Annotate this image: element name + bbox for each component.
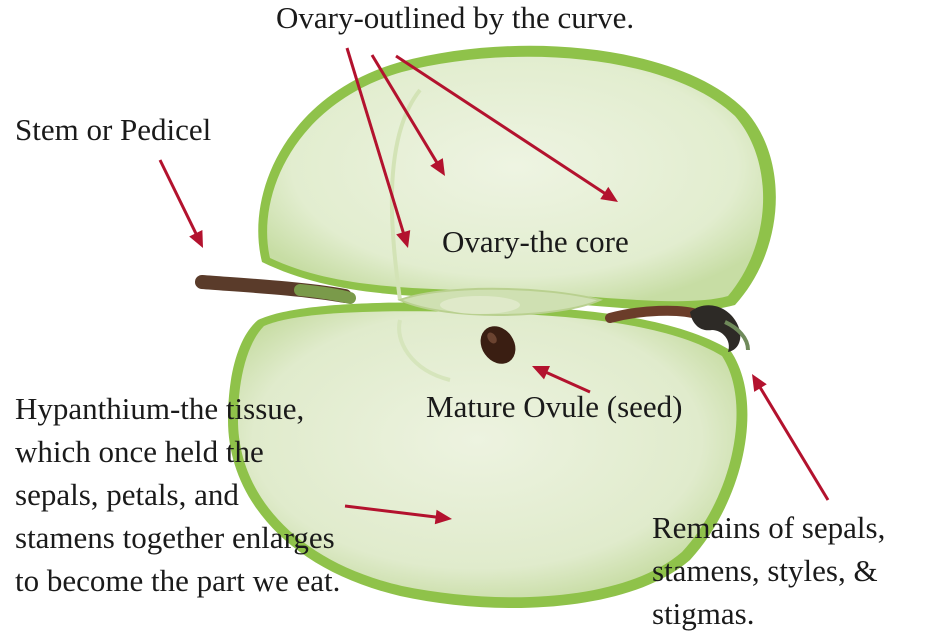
arrow-remains [752,374,828,500]
hypanthium-line-2: which once held the [15,430,340,473]
hypanthium-line-5: to become the part we eat. [15,559,340,602]
arrow-stem [160,160,203,248]
label-remains: Remains of sepals, stamens, styles, & st… [652,506,885,635]
hypanthium-line-4: stamens together enlarges [15,516,340,559]
apple-top-half [258,46,776,311]
label-hypanthium: Hypanthium-the tissue, which once held t… [15,387,340,602]
label-stem: Stem or Pedicel [15,108,211,151]
remains-line-2: stamens, styles, & [652,549,885,592]
label-ovary-core: Ovary-the core [442,220,629,263]
remains-line-3: stigmas. [652,592,885,635]
label-mature-ovule: Mature Ovule (seed) [426,385,683,428]
remains-line-1: Remains of sepals, [652,506,885,549]
hypanthium-line-1: Hypanthium-the tissue, [15,387,340,430]
core-center [440,296,520,314]
label-ovary-curve: Ovary-outlined by the curve. [276,0,634,39]
hypanthium-line-3: sepals, petals, and [15,473,340,516]
